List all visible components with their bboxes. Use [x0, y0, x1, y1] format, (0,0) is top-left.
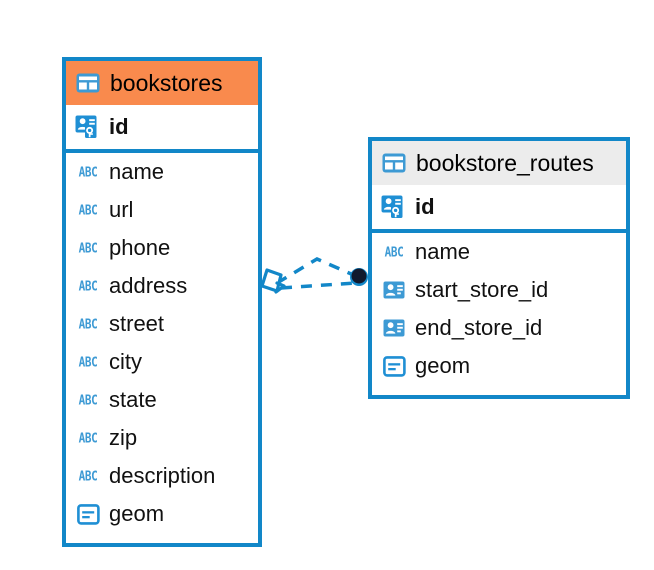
field-label: start_store_id: [415, 277, 549, 302]
primary-key-section: id: [372, 185, 626, 233]
entity-title: bookstore_routes: [416, 149, 594, 176]
entity-header-bookstore-routes[interactable]: bookstore_routes: [372, 141, 626, 185]
field-label: geom: [109, 501, 165, 526]
table-icon: [381, 150, 407, 176]
text-type-icon: ABC: [78, 392, 98, 408]
text-type-icon: ABC: [78, 430, 98, 446]
text-type-icon: ABC: [78, 468, 98, 484]
geometry-type-icon: [75, 501, 101, 527]
text-type-icon: ABC: [78, 202, 98, 218]
field-row-street[interactable]: ABC street: [66, 305, 258, 343]
field-row-id[interactable]: id: [66, 105, 258, 149]
field-label: name: [109, 159, 165, 184]
field-row-name[interactable]: ABC name: [66, 153, 258, 191]
field-row-geom[interactable]: geom: [66, 495, 258, 533]
field-label: end_store_id: [415, 315, 543, 340]
field-row-geom[interactable]: geom: [372, 347, 626, 385]
foreign-key-icon: [381, 277, 407, 303]
field-row-address[interactable]: ABC address: [66, 267, 258, 305]
field-label: address: [109, 273, 188, 298]
field-label: zip: [109, 425, 138, 450]
entity-title: bookstores: [110, 69, 223, 96]
field-label: id: [415, 194, 435, 219]
table-icon: [75, 70, 101, 96]
field-row-description[interactable]: ABC description: [66, 457, 258, 495]
text-type-icon: ABC: [78, 316, 98, 332]
field-row-url[interactable]: ABC url: [66, 191, 258, 229]
entity-table-bookstores[interactable]: bookstores id: [62, 57, 262, 547]
field-label: city: [109, 349, 142, 374]
text-type-icon: ABC: [384, 244, 404, 260]
text-type-icon: ABC: [78, 354, 98, 370]
filled-circle-marker: [350, 268, 368, 286]
field-row-end-store-id[interactable]: end_store_id: [372, 309, 626, 347]
entity-header-bookstores[interactable]: bookstores: [66, 61, 258, 105]
text-type-icon: ABC: [78, 240, 98, 256]
field-label: geom: [415, 353, 471, 378]
field-list-bookstore-routes: ABC name start_store_id: [372, 233, 626, 385]
field-row-id[interactable]: id: [372, 185, 626, 229]
primary-key-icon: [381, 194, 407, 220]
primary-key-icon: [75, 114, 101, 140]
field-label: description: [109, 463, 216, 488]
field-row-phone[interactable]: ABC phone: [66, 229, 258, 267]
field-row-start-store-id[interactable]: start_store_id: [372, 271, 626, 309]
relationship-line-lower: [280, 281, 356, 290]
field-label: url: [109, 197, 134, 222]
field-label: id: [109, 114, 129, 139]
field-row-city[interactable]: ABC city: [66, 343, 258, 381]
relationship-connector[interactable]: [255, 243, 385, 313]
geometry-type-icon: [381, 353, 407, 379]
relationship-line-upper: [276, 257, 359, 285]
field-label: street: [109, 311, 165, 336]
text-type-icon: ABC: [78, 278, 98, 294]
text-type-icon: ABC: [78, 164, 98, 180]
field-row-name[interactable]: ABC name: [372, 233, 626, 271]
primary-key-section: id: [66, 105, 258, 153]
entity-table-bookstore-routes[interactable]: bookstore_routes: [368, 137, 630, 399]
field-row-state[interactable]: ABC state: [66, 381, 258, 419]
field-label: phone: [109, 235, 171, 260]
field-label: name: [415, 239, 471, 264]
field-label: state: [109, 387, 157, 412]
field-list-bookstores: ABC name ABC url ABC phone ABC: [66, 153, 258, 533]
crows-foot-diamond-marker: [260, 268, 286, 294]
foreign-key-icon: [381, 315, 407, 341]
field-row-zip[interactable]: ABC zip: [66, 419, 258, 457]
